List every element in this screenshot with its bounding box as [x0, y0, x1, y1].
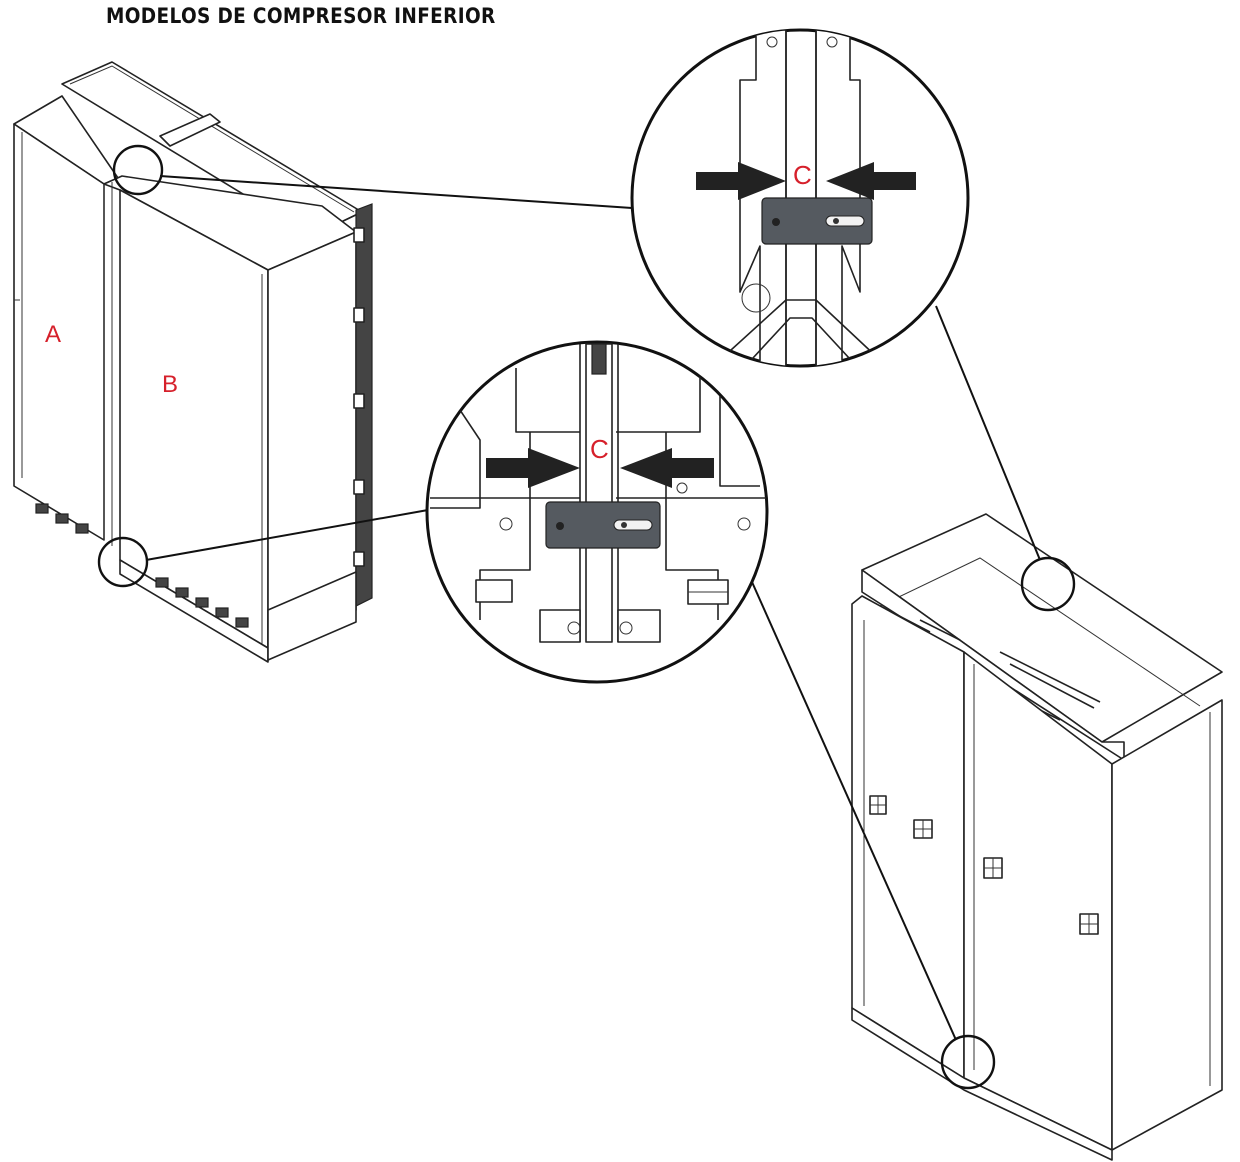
- unit-b-hinges: [353, 227, 365, 567]
- detail-bottom-enlarged: C: [425, 340, 769, 684]
- label-c-bottom: C: [590, 434, 609, 464]
- rear-service-panels: [869, 795, 1099, 935]
- detail-marker-top-front: [112, 144, 164, 196]
- unit-b-vents: [155, 577, 249, 628]
- leader-lines: [145, 175, 1041, 1041]
- unit-a: [13, 95, 119, 541]
- front-view-units: A B: [13, 61, 373, 663]
- label-c-top: C: [793, 160, 812, 190]
- detail-top-enlarged: C: [630, 28, 970, 368]
- rear-view-units: [851, 513, 1223, 1161]
- unit-b: [103, 175, 373, 663]
- detail-marker-bottom-front: [97, 536, 149, 588]
- page-title: MODELOS DE COMPRESOR INFERIOR: [106, 4, 496, 28]
- label-a: A: [45, 321, 61, 348]
- detail-marker-bottom-rear: [940, 1034, 996, 1090]
- unit-a-vents: [35, 503, 89, 534]
- detail-marker-top-rear: [1020, 556, 1076, 612]
- label-b: B: [162, 371, 178, 398]
